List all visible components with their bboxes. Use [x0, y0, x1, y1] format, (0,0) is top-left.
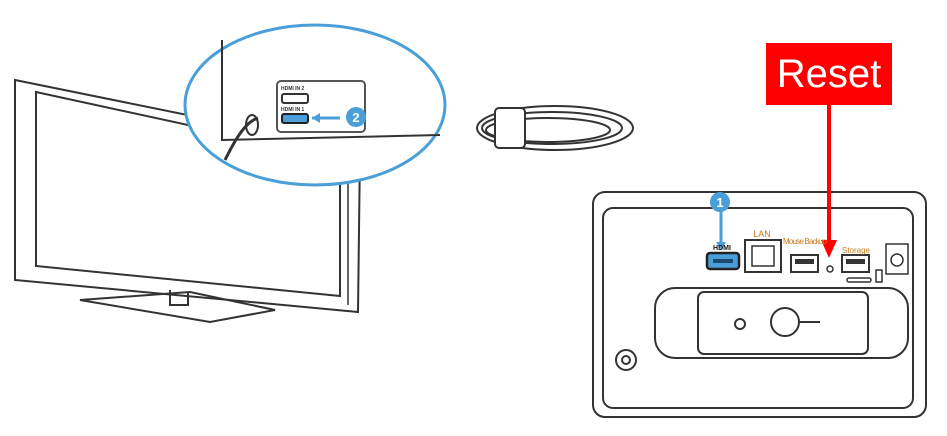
- hdmi-cable-illustration: [476, 105, 634, 151]
- lan-label: LAN: [753, 229, 771, 239]
- hdmi-port-zoom-circle: [183, 23, 447, 187]
- reset-label: Reset: [766, 43, 892, 105]
- step-2-badge: 2: [352, 110, 359, 125]
- hdmi-in-2-label: HDMI IN 2: [281, 86, 305, 92]
- step-1-badge: 1: [716, 195, 723, 210]
- hdmi-label: HDMI: [713, 245, 731, 252]
- hdmi-in-1-label: HDMI IN 1: [281, 107, 305, 113]
- storage-label: Storage: [842, 246, 871, 255]
- mouse-backup-label: Mouse Backup: [783, 237, 828, 246]
- device-rear-panel: [592, 191, 927, 418]
